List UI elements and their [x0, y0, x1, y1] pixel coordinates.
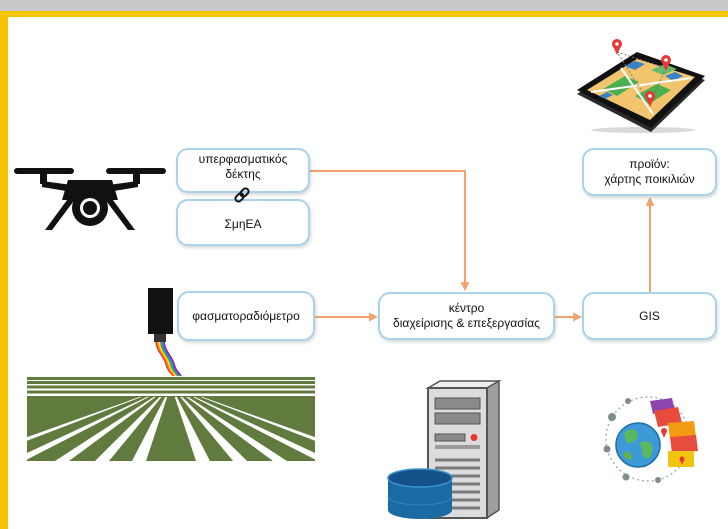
uav-label: ΣμηΕΑ: [224, 216, 262, 231]
map-pin-icon: [661, 428, 685, 465]
orbit-icons: [603, 398, 661, 483]
database-icon: [387, 468, 453, 519]
product-label-line1: προϊόν:: [629, 157, 670, 171]
hyperspectral-sensor-node: υπερφασματικός δέκτης: [176, 148, 310, 193]
hyperspectral-sensor-label-line1: υπερφασματικός: [198, 151, 288, 166]
processing-center-node: κέντρο διαχείρισης & επεξεργασίας: [378, 292, 555, 340]
crop-field-icon: [27, 377, 315, 461]
product-label-line2: χάρτης ποικιλιών: [604, 172, 695, 186]
uav-node: ΣμηΕΑ: [176, 199, 310, 246]
globe: [615, 422, 661, 468]
map-roads: [590, 67, 692, 115]
link-icon: [234, 187, 250, 203]
hyperspectral-sensor-label-line2: δέκτης: [225, 166, 261, 181]
frame-border-left: [0, 11, 8, 529]
light-spectrum-beam: [155, 341, 182, 377]
frame-border-top: [0, 11, 728, 17]
drone-camera: [72, 190, 108, 226]
server-power-light: [470, 434, 478, 441]
map-tiles: [650, 398, 698, 467]
drone-icon: [14, 168, 166, 230]
spectroradiometer-icon: [148, 288, 182, 377]
gis-label: GIS: [639, 308, 660, 323]
server-icon: [425, 379, 502, 520]
gis-node: GIS: [582, 292, 717, 340]
arrow-sensor-to-center: [310, 170, 470, 292]
spectroradiometer-node: φασματοραδιόμετρο: [177, 291, 315, 341]
processing-center-label-line2: διαχείρισης & επεξεργασίας: [393, 316, 540, 330]
spectroradiometer-label: φασματοραδιόμετρο: [192, 308, 300, 323]
top-band: [0, 0, 728, 11]
server-drive-bays: [434, 397, 481, 449]
product-node: προϊόν: χάρτης ποικιλιών: [582, 148, 717, 196]
globe-map-icon: [603, 396, 698, 483]
drone-propellers: [14, 168, 166, 184]
map-tablet-icon: [577, 39, 705, 133]
processing-center-label-line1: κέντρο: [448, 301, 485, 315]
